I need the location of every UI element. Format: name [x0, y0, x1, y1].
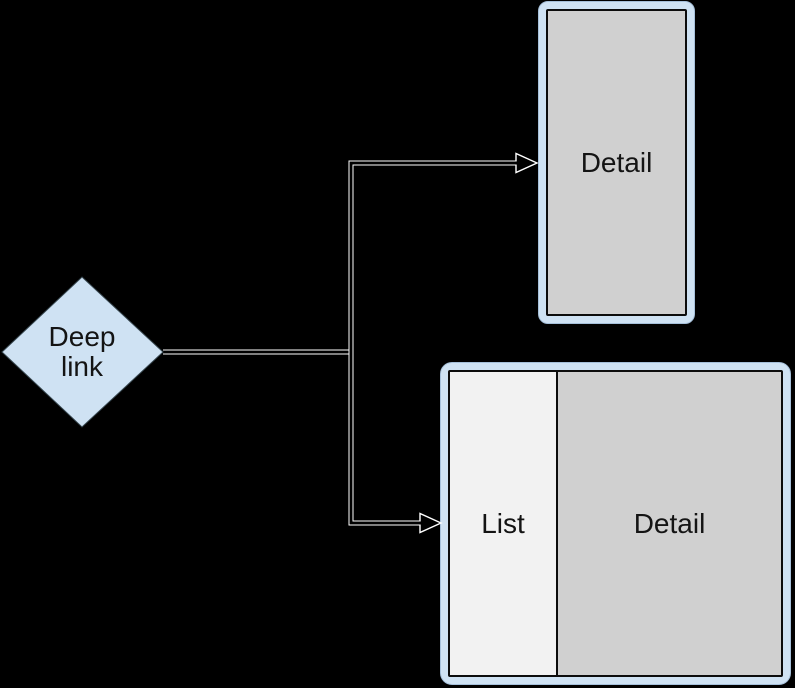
tablet-list-label: List [481, 507, 525, 539]
tablet-list-pane: List [450, 372, 558, 675]
arrowhead-to-phone-icon [515, 152, 539, 174]
tablet-detail-label: Detail [633, 507, 706, 539]
phone-detail-label: Detail [580, 146, 653, 178]
phone-detail-pane: Detail [546, 9, 687, 316]
tablet-screen: List Detail [448, 370, 783, 677]
deep-link-node-label: Deep link [48, 320, 116, 382]
arrowhead-to-tablet-icon [419, 512, 443, 534]
tablet-detail-pane: Detail [558, 372, 781, 675]
tablet-frame: List Detail [440, 362, 791, 685]
phone-frame: Detail [538, 1, 695, 324]
